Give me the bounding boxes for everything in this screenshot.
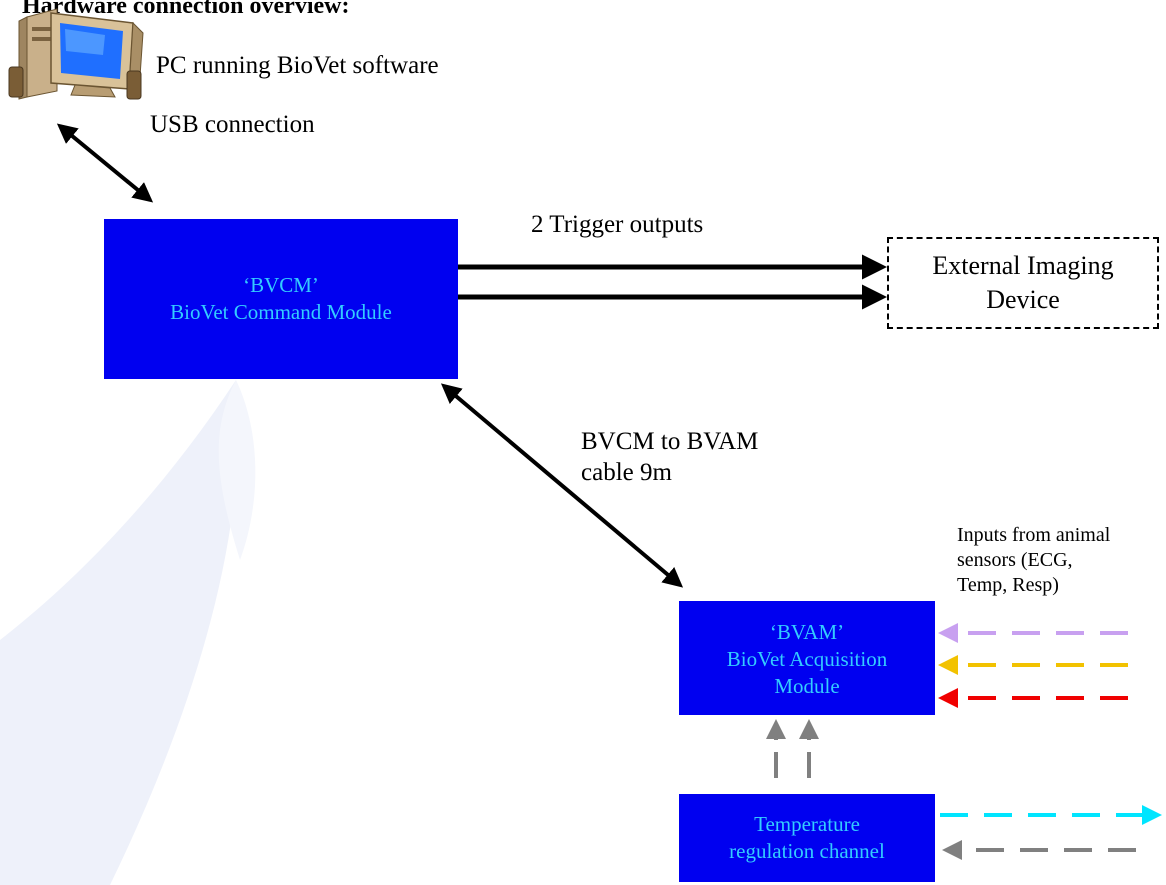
sensors-label-line: Temp, Resp) (957, 574, 1059, 596)
desktop-computer-icon (8, 8, 144, 100)
pc-label: PC running BioVet software (156, 52, 439, 79)
usb-connection-label: USB connection (150, 111, 315, 138)
bvcm-subtitle: BioVet Command Module (170, 300, 392, 324)
sensors-label: Inputs from animal sensors (ECG, Temp, R… (957, 523, 1110, 598)
temperature-channel-line: Temperature (754, 812, 860, 836)
bvam-subtitle: Module (774, 673, 840, 698)
trigger-outputs-label: 2 Trigger outputs (531, 211, 704, 238)
cable-label-line: BVCM to BVAM (581, 428, 759, 455)
bvcm-title: ‘BVCM’ (243, 273, 319, 297)
bvam-subtitle: BioVet Acquisition (726, 646, 888, 671)
bvam-module-box: ‘BVAM’ BioVet Acquisition Module (679, 601, 935, 715)
page-heading: Hardware connection overview: (22, 0, 350, 19)
sensors-label-line: sensors (ECG, (957, 549, 1073, 571)
bvam-title: ‘BVAM’ (769, 619, 845, 644)
external-device-line: External Imaging (932, 251, 1114, 280)
usb-connection-arrow (56, 123, 154, 203)
external-device-line: Device (986, 285, 1060, 314)
bvcm-bvam-cable-arrow (440, 383, 684, 588)
external-imaging-device-box: External Imaging Device (887, 237, 1159, 329)
temperature-channel-box: Temperature regulation channel (679, 794, 935, 882)
cable-label: BVCM to BVAM cable 9m (581, 426, 758, 488)
temperature-channel-line: regulation channel (729, 839, 885, 863)
bvcm-module-box: ‘BVCM’ BioVet Command Module (104, 219, 458, 379)
sensors-label-line: Inputs from animal (957, 524, 1111, 546)
cable-label-line: cable 9m (581, 459, 672, 486)
